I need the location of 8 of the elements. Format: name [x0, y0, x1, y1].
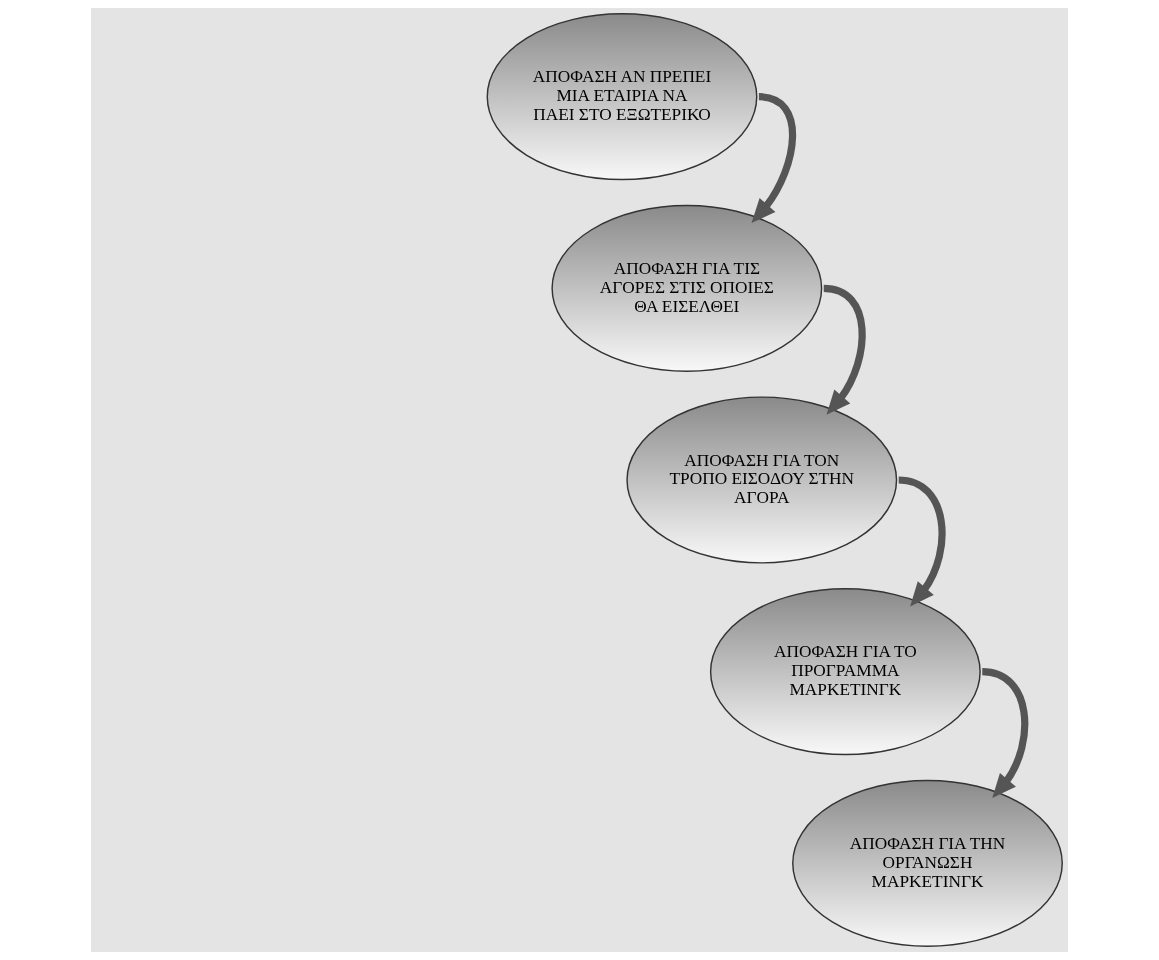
node-ellipse: ΑΠΟΦΑΣΗ ΓΙΑ ΤΙΣ ΑΓΟΡΕΣ ΣΤΙΣ ΟΠΟΙΕΣ ΘΑ ΕΙΣΕΛΘΕΙ: [551, 204, 823, 372]
node-ellipse: ΑΠΟΦΑΣΗ ΑΝ ΠΡΕΠΕΙ ΜΙΑ ΕΤΑΙΡΙΑ ΝΑ ΠΑΕΙ ΣΤΟ ΕΞΩΤΕΡΙΚΟ: [486, 13, 758, 181]
node-ellipse: ΑΠΟΦΑΣΗ ΓΙΑ ΤΗΝ ΟΡΓΑΝΩΣΗ ΜΑΡΚΕΤΙΝΓΚ: [792, 779, 1063, 947]
arrow: [898, 476, 946, 607]
arrow: [981, 668, 1029, 799]
arrow: [823, 284, 866, 415]
node-ellipse: ΑΠΟΦΑΣΗ ΓΙΑ ΤΟΝ ΤΡΟΠΟ ΕΙΣΟΔΟΥ ΣΤΗΝ ΑΓΟΡΑ: [626, 396, 898, 564]
node-ellipse: ΑΠΟΦΑΣΗ ΓΙΑ ΤΟ ΠΡΟΓΡΑΜΜΑ ΜΑΡΚΕΤΙΝΓΚ: [709, 588, 981, 756]
